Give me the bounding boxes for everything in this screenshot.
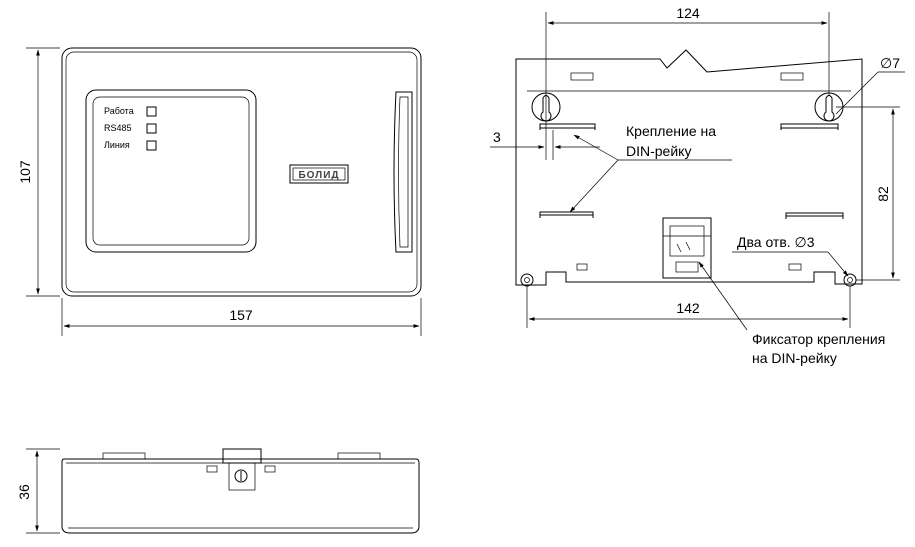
side-screw: [234, 469, 248, 483]
bolid-logo: БОЛИД: [298, 170, 339, 181]
hole-bottom-right-inner: [847, 277, 853, 283]
front-panel-inner: [92, 96, 250, 246]
led-indicator-rabota: [146, 106, 157, 117]
callout-two-holes: Два отв. ∅3: [737, 234, 815, 250]
slot-top-left: [570, 72, 594, 81]
led-label-liniya: Линия: [104, 140, 130, 150]
rear-body-outline: [515, 49, 863, 286]
hole-bottom-left: [520, 273, 534, 287]
front-panel: [85, 89, 257, 253]
callout-two-holes-leader: [827, 251, 849, 277]
callout-din-mount-leader-lower: [569, 159, 619, 213]
led-indicator-rs485: [146, 123, 157, 134]
din-hook-upper-right: [780, 123, 839, 130]
front-body-inner: [65, 51, 418, 293]
rear-view: 124 ∅7 82 3 Крепление на DIN-рейку 142 Д…: [490, 5, 905, 366]
callout-latch-line2: на DIN-рейку: [752, 350, 837, 366]
rear-dim-3-label: 3: [493, 129, 501, 145]
hole-bottom-left-inner: [524, 277, 530, 283]
side-body-outline: [61, 458, 420, 534]
side-clip: [222, 448, 262, 464]
keyhole-right: [823, 95, 835, 122]
front-body-outline: [61, 47, 422, 297]
hole-diameter-leader: [835, 71, 879, 115]
din-hook-lower-left: [539, 211, 594, 218]
slot-bottom-left: [576, 263, 588, 271]
din-hook-upper-left: [539, 123, 596, 130]
side-clip-body: [228, 462, 256, 491]
rear-dim-82-label: 82: [875, 186, 891, 202]
side-slot-left: [206, 465, 218, 473]
front-side-grip: [393, 91, 413, 253]
rear-dim-142-label: 142: [676, 300, 700, 316]
side-slot-right: [264, 465, 276, 473]
led-indicator-liniya: [146, 140, 157, 151]
led-label-rs485: RS485: [104, 123, 132, 133]
led-label-rabota: Работа: [104, 106, 134, 116]
side-foot-right: [337, 452, 381, 460]
hole-diameter-label: ∅7: [880, 55, 900, 71]
callout-latch-line1: Фиксатор крепления: [752, 331, 885, 347]
rear-dim-124-label: 124: [676, 5, 700, 21]
front-dim-height-label: 107: [17, 160, 33, 184]
slot-top-right: [780, 72, 804, 81]
callout-din-mount-line1: Крепление на: [626, 123, 716, 139]
callout-din-mount-leader-upper: [573, 134, 619, 161]
side-dim-height-label: 36: [16, 484, 32, 500]
front-view: Работа RS485 Линия БОЛИД 107 157: [17, 47, 422, 336]
callout-din-mount-line2: DIN-рейку: [626, 143, 691, 159]
slot-bottom-right: [788, 263, 802, 271]
logo-frame-inner: [292, 167, 346, 181]
front-dim-width-label: 157: [229, 307, 253, 323]
front-side-grip-inner: [398, 96, 409, 248]
din-latch: [662, 217, 712, 279]
callout-latch-leader: [698, 261, 748, 331]
din-hook-lower-right: [785, 212, 844, 219]
logo-frame: [289, 164, 349, 184]
side-view: 36: [16, 448, 420, 534]
side-foot-left: [102, 452, 146, 460]
